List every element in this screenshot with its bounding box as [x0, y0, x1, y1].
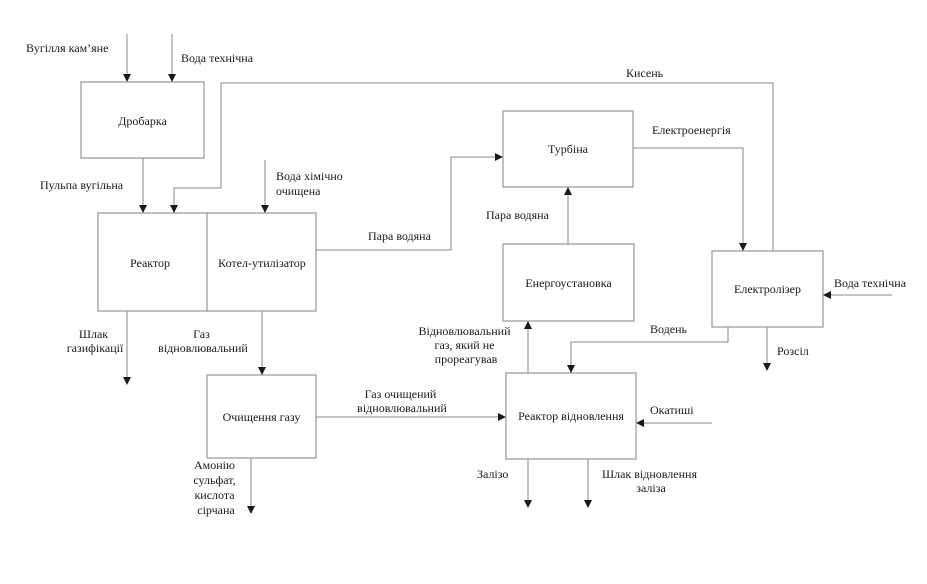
label-reducing-gas: Газ відновлювальний — [158, 327, 248, 355]
label-steam-power-unit: Пара водяна — [486, 208, 550, 222]
label-slag-iron: Шлак відновлення заліза — [602, 467, 700, 495]
label-slag-gasification: Шлак газифікації — [67, 327, 124, 355]
label-oxygen: Кисень — [626, 66, 664, 80]
block-reactor: Реактор — [97, 212, 209, 312]
label-tech-water-top: Вода технічна — [181, 51, 254, 65]
label-hydrogen: Водень — [650, 322, 688, 336]
label-byproducts: Амонію сульфат, кислота сірчана — [193, 458, 238, 517]
block-boiler: Котел-утилізатор — [206, 212, 317, 312]
arrow-electricity — [633, 147, 747, 251]
label-coal: Вугілля кам’яне — [26, 41, 108, 55]
block-power-unit: Енергоустановка — [502, 243, 635, 322]
label-pulp: Пульпа вугільна — [40, 178, 124, 192]
block-reduction-reactor: Реактор відновлення — [505, 372, 637, 460]
block-reactor-label: Реактор — [130, 256, 170, 270]
label-steam-boiler: Пара водяна — [368, 229, 432, 243]
label-unreacted-gas: Відновлювальний газ, який не прореагував — [419, 324, 514, 366]
label-tech-water-right: Вода технічна — [834, 276, 907, 290]
block-electrolyzer-label: Електролізер — [734, 282, 801, 296]
block-electrolyzer: Електролізер — [711, 250, 824, 328]
arrow-hydrogen — [567, 327, 729, 373]
label-chem-water: Вода хімічно очищена — [276, 169, 346, 198]
block-crusher-label: Дробарка — [118, 114, 167, 128]
block-reduction-reactor-label: Реактор відновлення — [518, 409, 624, 423]
label-iron: Залізо — [477, 467, 508, 481]
arrow-oxygen — [170, 82, 774, 251]
block-turbine-label: Турбіна — [548, 142, 589, 156]
block-power-unit-label: Енергоустановка — [525, 276, 612, 290]
block-turbine: Турбіна — [502, 110, 634, 188]
block-crusher: Дробарка — [80, 81, 205, 159]
arrow-steam-boiler-turbine — [316, 153, 503, 251]
block-gas-cleaning-label: Очищення газу — [223, 410, 301, 424]
label-brine: Розсіл — [777, 344, 809, 358]
label-pellets: Окатиші — [650, 403, 694, 417]
block-boiler-label: Котел-утилізатор — [218, 256, 306, 270]
block-gas-cleaning: Очищення газу — [206, 374, 317, 459]
label-electricity: Електроенергія — [652, 123, 731, 137]
label-clean-gas: Газ очищений відновлювальний — [357, 387, 447, 415]
